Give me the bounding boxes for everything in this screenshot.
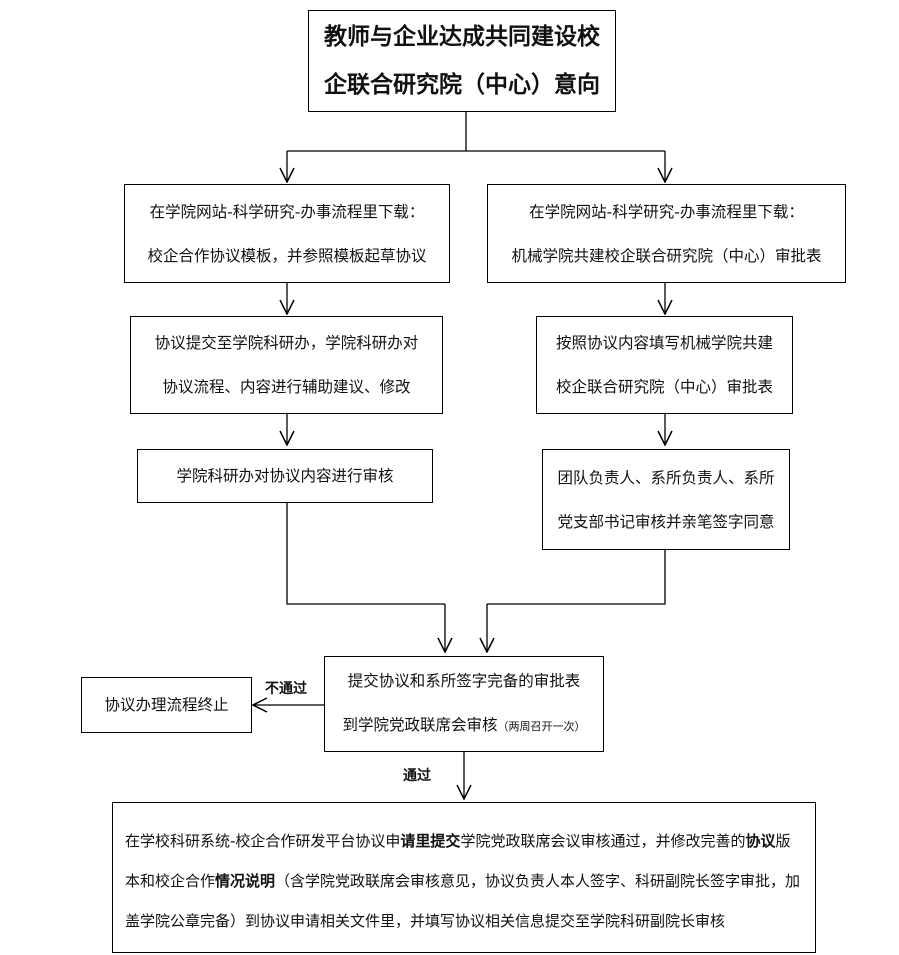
right-step3-line-2: 党支部书记审核并亲笔签字同意 xyxy=(557,512,775,531)
final-text-7: （含学院党政联席会审核意见，协议负责人本人签字、科研副院长签字审批，加盖学院公章… xyxy=(125,871,801,930)
process-terminated-box: 协议办理流程终止 xyxy=(81,677,252,733)
title-box: 教师与企业达成共同建设校 企联合研究院（中心）意向 xyxy=(308,10,616,112)
review-line-2-text: 到学院党政联席会审核 xyxy=(342,716,498,734)
final-submission-box: 在学校科研系统-校企合作研发平台协议申请里提交学院党政联席会议审核通过，并修改完… xyxy=(112,802,816,953)
reject-label: 不通过 xyxy=(265,681,307,697)
left-step3-text: 学院科研办对协议内容进行审核 xyxy=(176,467,394,485)
right-step2-line-1: 按照协议内容填写机械学院共建 xyxy=(555,334,773,352)
review-line-1: 提交协议和系所签字完备的审批表 xyxy=(347,672,581,690)
connector-title-split xyxy=(287,112,665,152)
left-step1-line-2: 校企合作协议模板，并参照模板起草协议 xyxy=(147,246,427,265)
final-text-4: 协议 xyxy=(745,831,776,850)
final-text-1: 在学校科研系统-校企合作研发平台协议申 xyxy=(125,831,401,850)
review-meeting-box: 提交协议和系所签字完备的审批表 到学院党政联席会审核（两周召开一次） xyxy=(324,656,604,752)
left-step2-line-1: 协议提交至学院科研办，学院科研办对 xyxy=(154,334,419,352)
right-step2-line-2: 校企联合研究院（中心）审批表 xyxy=(555,378,773,396)
process-terminated-text: 协议办理流程终止 xyxy=(104,696,229,714)
final-text-6: 情况说明 xyxy=(215,871,276,890)
right-step-download-approval-form: 在学院网站-科学研究-办事流程里下载： 机械学院共建校企联合研究院（中心）审批表 xyxy=(487,184,846,283)
right-step3-line-1: 团队负责人、系所负责人、系所 xyxy=(557,468,775,487)
left-step2-line-2: 协议流程、内容进行辅助建议、修改 xyxy=(162,378,411,396)
title-line-1: 教师与企业达成共同建设校 xyxy=(324,24,600,50)
title-line-2: 企联合研究院（中心）意向 xyxy=(324,72,600,98)
right-step1-line-1: 在学院网站-科学研究-办事流程里下载： xyxy=(529,202,804,221)
connector-left3-to-review xyxy=(286,503,445,605)
left-step-download-template: 在学院网站-科学研究-办事流程里下载： 校企合作协议模板，并参照模板起草协议 xyxy=(124,184,450,283)
connector-right3-to-review xyxy=(487,550,666,605)
review-line-2: 到学院党政联席会审核（两周召开一次） xyxy=(342,703,585,749)
final-text-5: 版本和校企合作 xyxy=(125,831,791,890)
right-step-fill-approval-form: 按照协议内容填写机械学院共建 校企联合研究院（中心）审批表 xyxy=(536,316,793,414)
review-note: （两周召开一次） xyxy=(497,720,586,733)
final-text-3: 学院党政联席会议审核通过，并修改完善的 xyxy=(460,831,746,850)
pass-label: 通过 xyxy=(403,768,431,784)
left-step-office-review: 学院科研办对协议内容进行审核 xyxy=(137,449,433,503)
final-text-2: 请里提交 xyxy=(400,831,461,850)
left-step1-line-1: 在学院网站-科学研究-办事流程里下载： xyxy=(149,202,425,221)
right-step1-line-2: 机械学院共建校企联合研究院（中心）审批表 xyxy=(511,246,822,265)
final-instructions: 在学校科研系统-校企合作研发平台协议申请里提交学院党政联席会议审核通过，并修改完… xyxy=(125,821,805,941)
left-step-submit-to-research-office: 协议提交至学院科研办，学院科研办对 协议流程、内容进行辅助建议、修改 xyxy=(130,316,443,414)
right-step-signatures: 团队负责人、系所负责人、系所 党支部书记审核并亲笔签字同意 xyxy=(542,449,790,550)
